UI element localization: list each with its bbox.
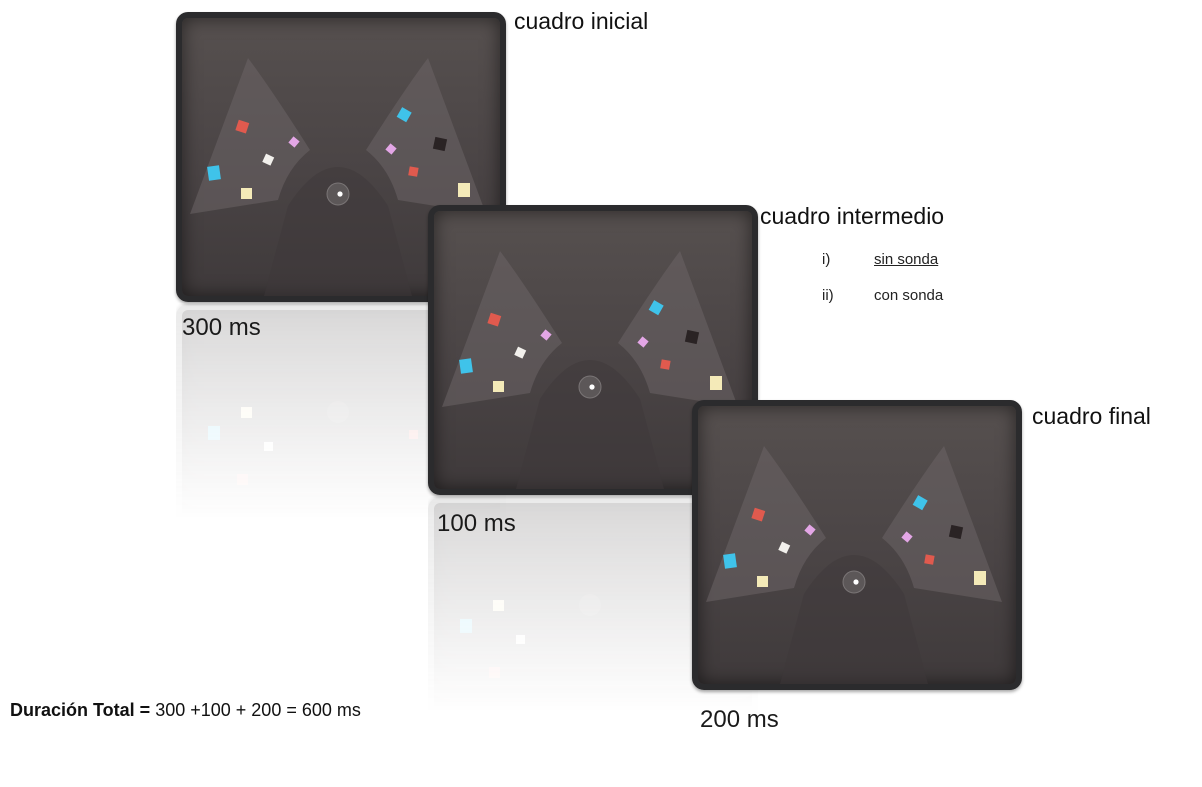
frame-label-intermediate: cuadro intermedio [760, 203, 945, 229]
frame-label-final: cuadro final [1032, 403, 1151, 429]
probe-option-text: sin sonda [874, 251, 939, 268]
stimulus-screen [692, 400, 1022, 690]
total-duration: Duración Total = 300 +100 + 200 = 600 ms [10, 700, 361, 721]
frame-final [692, 400, 1022, 690]
total-label: Duración Total = [10, 700, 151, 720]
duration-intermediate: 100 ms [437, 510, 516, 537]
probe-option-2: ii) con sonda [822, 287, 943, 304]
duration-initial: 300 ms [182, 314, 261, 341]
probe-option-number: i) [822, 251, 831, 268]
probe-option-1: i) sin sonda [822, 251, 938, 268]
total-expression: 300 +100 + 200 = 600 ms [155, 700, 361, 720]
stimulus-screen [176, 12, 506, 302]
probe-option-text: con sonda [874, 287, 944, 304]
duration-final: 200 ms [700, 706, 779, 733]
frame-label-initial: cuadro inicial [514, 8, 649, 34]
frame-initial [176, 12, 506, 594]
probe-option-number: ii) [822, 287, 834, 304]
